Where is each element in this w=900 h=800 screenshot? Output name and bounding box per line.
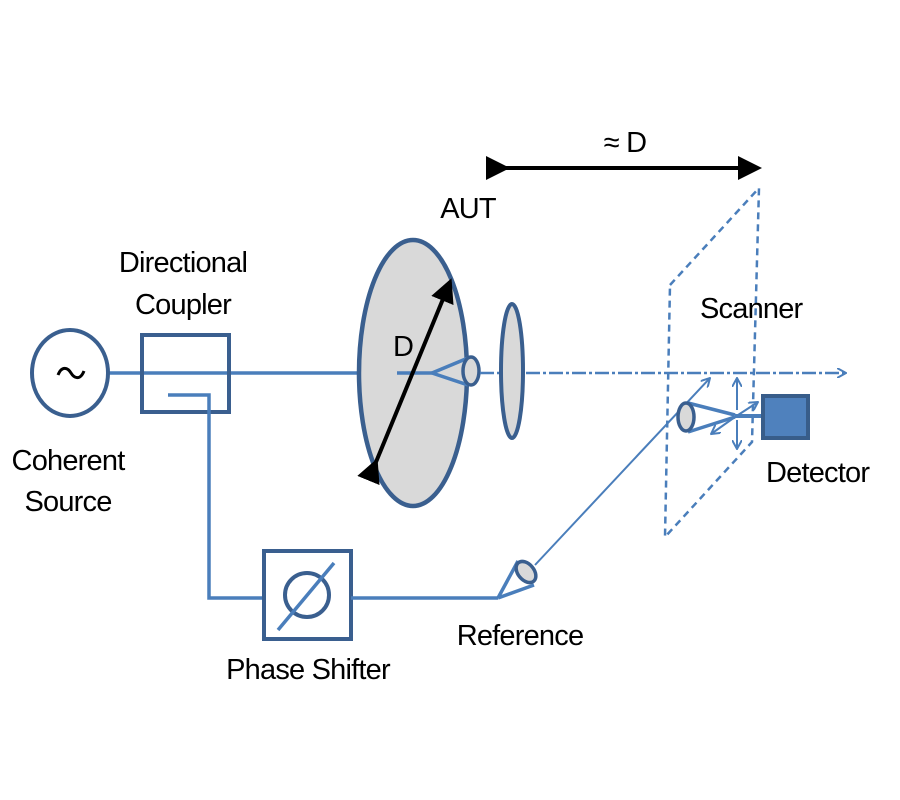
coupled-line [168, 393, 264, 600]
scanner-plane [663, 184, 761, 541]
scan-arrow-diag-up [734, 402, 758, 418]
phase-shifter [262, 549, 353, 641]
probe-horn [676, 401, 763, 434]
diameter-arrow [357, 278, 454, 486]
directional-coupler [140, 333, 231, 414]
aut-label: AUT [440, 193, 497, 225]
distance-label: ≈ D [604, 127, 647, 159]
reference-horn [496, 559, 538, 600]
coherent-source [30, 328, 110, 418]
detector-label: Detector [766, 457, 870, 489]
lens [499, 302, 525, 440]
source-label-line1: Coherent [12, 445, 126, 477]
tilde-icon [56, 366, 86, 380]
reference-label: Reference [457, 620, 584, 652]
diameter-label: D [393, 331, 413, 363]
aut-feed-horn [431, 355, 481, 387]
coupler-label-line1: Directional [119, 247, 247, 279]
phase-shifter-label: Phase Shifter [226, 654, 391, 686]
detector [761, 394, 810, 440]
source-circle [30, 328, 110, 418]
scan-arrow-diag-down [711, 416, 736, 434]
coupler-label-line2: Coupler [135, 289, 232, 321]
scanner-label: Scanner [700, 293, 804, 325]
phi-icon [276, 561, 336, 632]
source-label-line2: Source [24, 486, 111, 518]
